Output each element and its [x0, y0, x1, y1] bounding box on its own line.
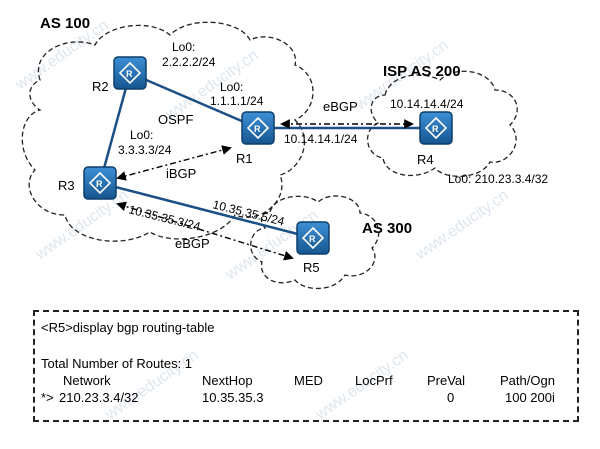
router-r1[interactable]: R [241, 111, 275, 145]
cli-command: <R5>display bgp routing-table [41, 320, 215, 335]
r3-loopback-line1: Lo0: [130, 128, 153, 142]
svg-text:R: R [432, 124, 439, 134]
cli-total-routes: Total Number of Routes: 1 [41, 356, 193, 371]
router-icon [424, 116, 448, 140]
svg-text:R: R [254, 124, 261, 134]
as300-label: AS 300 [362, 220, 412, 237]
router-icon [88, 171, 112, 195]
as200-cloud [367, 70, 518, 178]
router-r3-label: R3 [58, 178, 75, 193]
ebgp-r3-r5-arrow [116, 201, 294, 261]
router-icon [301, 226, 325, 250]
as100-label: AS 100 [40, 15, 90, 32]
svg-text:www.educity.cn: www.educity.cn [412, 187, 512, 264]
header-locprf: LocPrf [355, 373, 393, 388]
router-r3[interactable]: R [83, 166, 117, 200]
ibgp-arrow [116, 145, 232, 181]
r4-interface-label: 10.14.14.4/24 [390, 97, 464, 111]
router-r1-label: R1 [236, 151, 253, 166]
router-icon [118, 61, 142, 85]
r2-loopback-line1: Lo0: [172, 40, 195, 54]
header-preval: PreVal [427, 373, 466, 388]
as100-cloud [21, 21, 314, 242]
row-flags: *> [41, 390, 54, 405]
cli-output-box: <R5>display bgp routing-table Total Numb… [33, 310, 579, 422]
row-path: 100 200i [505, 390, 555, 405]
ebgp-r3-r5-label: eBGP [175, 236, 210, 251]
svg-text:www.educity.cn: www.educity.cn [32, 187, 132, 264]
header-med: MED [294, 373, 323, 388]
router-r5[interactable]: R [296, 221, 330, 255]
router-r2-label: R2 [92, 79, 109, 94]
router-icon [246, 116, 270, 140]
svg-text:R: R [126, 69, 133, 79]
r1-interface-label: 10.14.14.1/24 [284, 132, 358, 146]
svg-text:R: R [96, 179, 103, 189]
header-nexthop: NextHop [202, 373, 253, 388]
header-network: Network [63, 373, 111, 388]
row-preval: 0 [447, 390, 455, 405]
as200-label: ISP AS 200 [383, 63, 461, 80]
header-path: Path/Ogn [500, 373, 555, 388]
r3-loopback-line2: 3.3.3.3/24 [118, 143, 172, 157]
router-r4[interactable]: R [419, 111, 453, 145]
r1-loopback-line2: 1.1.1.1/24 [210, 94, 264, 108]
router-r5-label: R5 [303, 260, 320, 275]
router-r4-label: R4 [417, 152, 434, 167]
svg-text:R: R [309, 234, 316, 244]
link-r2-r1 [129, 71, 259, 130]
r2-loopback-line2: 2.2.2.2/24 [162, 55, 216, 69]
peering-arrows [116, 119, 414, 261]
r1-loopback-line1: Lo0: [220, 80, 243, 94]
row-network: 210.23.3.4/32 [59, 390, 139, 405]
row-nexthop: 10.35.35.3 [202, 390, 264, 405]
ibgp-label: iBGP [166, 166, 196, 181]
r4-loopback: Lo0: 210.23.3.4/32 [448, 172, 548, 186]
link-r2-r3 [98, 72, 132, 184]
r5-interface-label: 10.35.35.5/24 [211, 197, 286, 228]
ospf-label: OSPF [158, 112, 193, 127]
router-r2[interactable]: R [113, 56, 147, 90]
ebgp-r1-r4-label: eBGP [323, 99, 358, 114]
